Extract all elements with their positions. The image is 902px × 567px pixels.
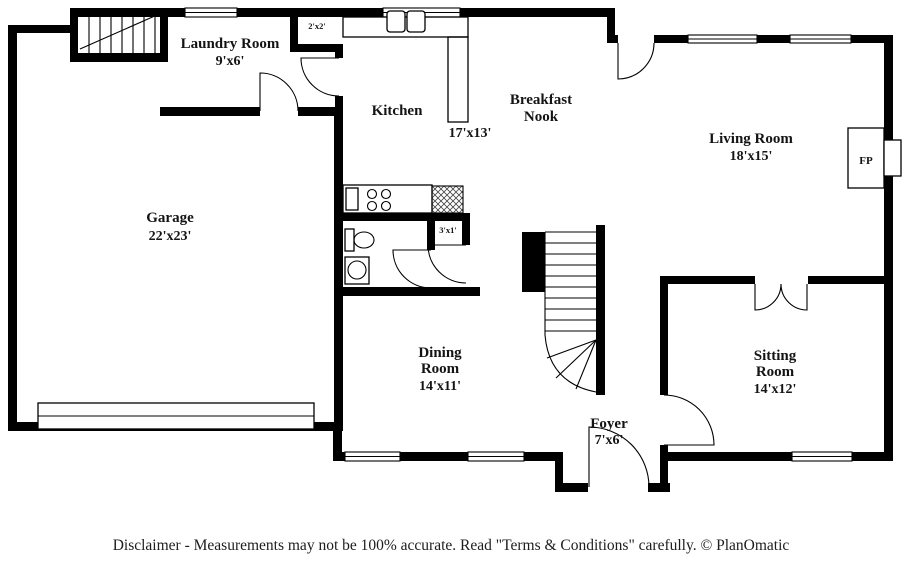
room-label-breakfast-nook-1: Breakfast <box>510 92 572 108</box>
wall <box>333 452 563 461</box>
room-label-dining-room-1: Dining <box>418 345 462 361</box>
wall <box>335 96 343 116</box>
kitchen-sink-icon <box>386 10 406 33</box>
room-dims-foyer: 7'x6' <box>595 433 624 448</box>
wall <box>290 8 298 52</box>
room-label-sitting-room-2: Room <box>756 364 795 380</box>
door-arc-rear-entry <box>617 42 655 80</box>
wall <box>607 35 618 43</box>
wall <box>160 107 260 116</box>
wall <box>660 276 668 395</box>
wall <box>334 213 470 221</box>
vanity-icon <box>344 256 370 285</box>
bathroom-fixtures <box>344 228 375 285</box>
wall <box>298 107 343 116</box>
stove-burner-icon <box>366 200 378 212</box>
bath-sink-icon <box>347 260 367 280</box>
wall <box>607 8 615 43</box>
fireplace-label: FP <box>859 155 873 167</box>
floor-plan: FP Garage 22'x23' Laundry Room 9'x6' 2'x… <box>8 7 902 492</box>
wall <box>335 44 343 58</box>
window <box>789 34 852 44</box>
stove-burner-icon <box>380 200 392 212</box>
stove-panel <box>345 187 359 211</box>
wall <box>334 107 343 431</box>
stove-burner-icon <box>380 188 392 200</box>
disclaimer-text: Disclaimer - Measurements may not be 100… <box>112 537 790 554</box>
closet-2x2-label: 2'x2' <box>308 21 325 31</box>
room-dims-dining-room: 14'x11' <box>419 379 461 394</box>
wall <box>660 452 668 492</box>
wall <box>522 232 545 292</box>
toilet-bowl-icon <box>353 231 375 249</box>
window <box>791 451 853 462</box>
kitchen-sink-icon <box>406 10 426 33</box>
room-label-living-room: Living Room <box>709 131 793 147</box>
room-label-breakfast-nook-2: Nook <box>524 109 559 125</box>
garage-door <box>37 402 315 430</box>
window <box>467 451 525 462</box>
wall <box>808 276 893 284</box>
doors <box>259 42 808 488</box>
wall <box>555 483 588 492</box>
windows <box>184 7 853 462</box>
window <box>184 7 238 18</box>
wall <box>884 35 893 461</box>
wall <box>555 452 563 492</box>
room-label-garage: Garage <box>146 210 194 226</box>
wall <box>334 287 480 296</box>
room-label-sitting-room-1: Sitting <box>754 348 797 364</box>
door-arc-front-entry <box>588 426 650 488</box>
door-arc-foyer-sitting <box>663 394 715 446</box>
room-dims-garage: 22'x23' <box>149 229 192 244</box>
wall <box>648 483 670 492</box>
stairs-garage <box>79 14 158 53</box>
fireplace: FP <box>847 127 902 189</box>
toilet-tank-icon <box>344 228 355 252</box>
kitchen-counter <box>447 36 469 123</box>
wall <box>660 276 755 284</box>
room-dims-living-room: 18'x15' <box>730 149 773 164</box>
door-arc-garage-laundry <box>259 72 299 112</box>
stove-burner-icon <box>366 188 378 200</box>
wall <box>290 44 343 52</box>
window <box>687 34 758 44</box>
wall <box>160 8 168 62</box>
french-door-right-arc <box>780 283 808 311</box>
pantry-hatch <box>431 185 464 214</box>
room-label-laundry: Laundry Room <box>181 36 280 52</box>
wall <box>654 35 893 43</box>
wall <box>70 8 615 17</box>
wall <box>462 213 470 245</box>
wall <box>8 25 17 431</box>
wall <box>70 8 78 62</box>
room-dims-kitchen: 17'x13' <box>449 126 492 141</box>
wall <box>333 422 342 461</box>
room-dims-sitting-room: 14'x12' <box>754 382 797 397</box>
wall <box>427 213 435 250</box>
window <box>344 451 401 462</box>
room-labels: Garage 22'x23' Laundry Room 9'x6' 2'x2' … <box>146 21 796 448</box>
room-label-foyer: Foyer <box>590 416 628 432</box>
stairs-main <box>544 231 597 393</box>
closet-3x1-label: 3'x1' <box>439 225 456 235</box>
french-door-left-arc <box>754 283 782 311</box>
door-arc-kitchen-laundry <box>300 57 340 97</box>
door-arc-bathroom <box>392 249 432 289</box>
room-label-dining-room-2: Room <box>421 361 460 377</box>
wall <box>596 225 605 395</box>
door-arc-hall-closet <box>427 244 467 284</box>
wall <box>660 452 893 461</box>
wall <box>70 53 168 62</box>
kitchen-fixtures <box>342 10 469 214</box>
room-label-kitchen: Kitchen <box>372 103 423 119</box>
wall <box>8 25 78 33</box>
room-dims-laundry: 9'x6' <box>216 54 245 69</box>
floor-plan-drawing: FP Garage 22'x23' Laundry Room 9'x6' 2'x… <box>8 7 902 492</box>
wall <box>660 445 668 461</box>
